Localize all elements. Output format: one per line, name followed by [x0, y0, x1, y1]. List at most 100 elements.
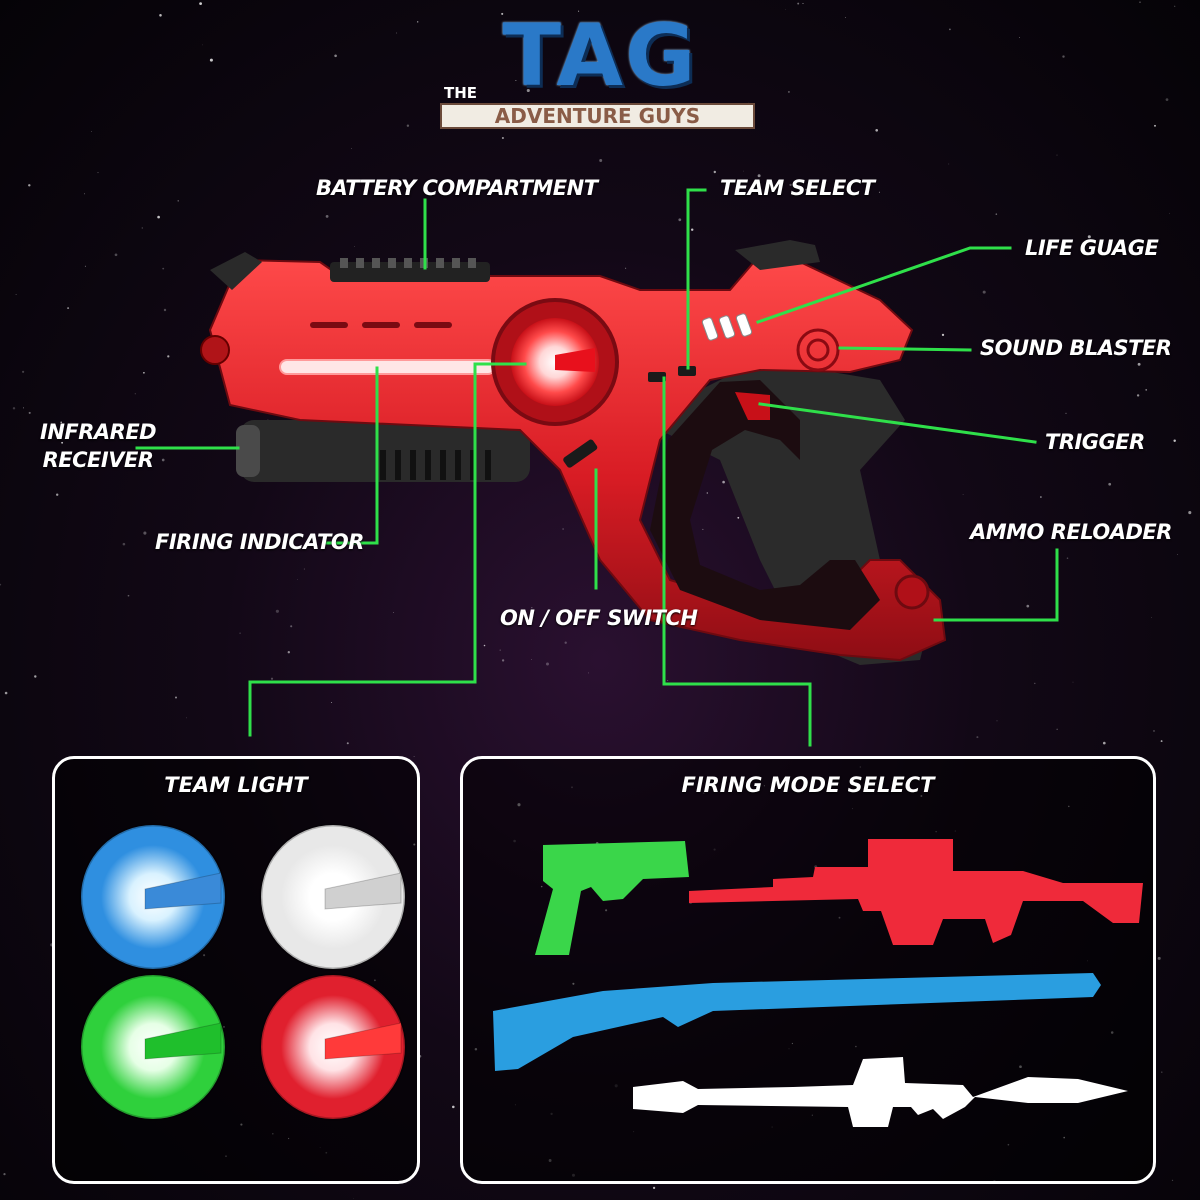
- star: [1136, 394, 1140, 397]
- star: [12, 407, 16, 410]
- star: [396, 32, 398, 34]
- star: [270, 677, 274, 680]
- star: [737, 516, 740, 519]
- star: [802, 2, 804, 5]
- label-on-off-switch: ON / OFF SWITCH: [500, 606, 698, 630]
- team-light-lens: [491, 298, 619, 426]
- star: [122, 542, 126, 546]
- star: [134, 393, 136, 395]
- label-battery-compartment: BATTERY COMPARTMENT: [316, 176, 598, 200]
- side-vents: [310, 322, 452, 328]
- star: [743, 170, 744, 172]
- star: [97, 172, 99, 174]
- star: [1171, 1179, 1174, 1182]
- star: [275, 609, 279, 613]
- star: [1026, 604, 1030, 608]
- star: [334, 54, 337, 58]
- team-light-disc: [79, 823, 227, 971]
- star: [1145, 389, 1148, 391]
- star: [1161, 1071, 1163, 1073]
- star: [290, 625, 293, 628]
- star: [114, 253, 118, 257]
- star: [163, 308, 167, 312]
- star: [1056, 728, 1058, 730]
- star: [199, 2, 202, 5]
- star: [1174, 5, 1176, 7]
- star: [23, 407, 24, 409]
- star: [652, 1186, 656, 1190]
- label-infrared-line1: INFRARED: [40, 420, 157, 444]
- star: [1151, 616, 1152, 618]
- star: [287, 651, 290, 654]
- star: [564, 641, 567, 644]
- star: [757, 174, 761, 178]
- star: [501, 136, 504, 140]
- team-light-disc: [259, 823, 407, 971]
- star: [554, 186, 557, 189]
- star: [531, 659, 533, 660]
- star: [1188, 511, 1192, 515]
- star: [159, 14, 162, 17]
- star: [331, 702, 333, 703]
- team-lights: [79, 823, 407, 1121]
- star: [562, 528, 564, 530]
- star: [351, 147, 353, 149]
- star: [297, 579, 298, 580]
- star: [1176, 554, 1178, 555]
- team-light-title: TEAM LIGHT: [164, 773, 308, 797]
- label-ammo-reloader: AMMO RELOADER: [970, 520, 1172, 544]
- star: [157, 215, 160, 219]
- star: [483, 644, 486, 647]
- trigger-guard: [650, 380, 880, 630]
- star: [1108, 482, 1112, 486]
- star: [303, 568, 305, 570]
- ammo-reloader-button: [894, 574, 930, 610]
- star: [789, 183, 792, 187]
- star: [844, 17, 846, 18]
- star: [239, 632, 241, 634]
- pistol-icon: [535, 841, 689, 955]
- star: [1157, 956, 1161, 960]
- star: [702, 528, 704, 530]
- label-trigger: TRIGGER: [1045, 430, 1145, 454]
- star: [1137, 362, 1141, 366]
- star: [60, 421, 62, 423]
- star: [84, 265, 86, 267]
- firing-mode-select-title: FIRING MODE SELECT: [681, 773, 935, 797]
- star: [941, 333, 945, 337]
- shotgun-icon: [493, 973, 1101, 1071]
- star: [406, 124, 410, 127]
- star: [141, 227, 144, 229]
- star: [186, 717, 187, 719]
- star: [787, 90, 790, 93]
- star: [805, 188, 808, 191]
- star: [56, 493, 59, 496]
- star: [34, 675, 37, 678]
- front-block: [210, 252, 262, 290]
- rocket-launcher-icon: [633, 1057, 1128, 1127]
- label-firing-indicator: FIRING INDICATOR: [155, 530, 364, 554]
- star: [1087, 235, 1091, 239]
- star: [690, 228, 694, 231]
- star: [526, 88, 530, 93]
- star: [948, 163, 950, 165]
- star: [0, 583, 2, 586]
- team-light-panel: TEAM LIGHT: [52, 756, 420, 1184]
- star: [1062, 55, 1065, 58]
- star: [67, 307, 70, 310]
- star: [1065, 412, 1067, 415]
- star: [599, 159, 603, 162]
- star: [948, 28, 951, 31]
- star: [1139, 1, 1141, 3]
- star: [722, 480, 725, 484]
- star: [1040, 496, 1042, 498]
- star: [515, 80, 517, 82]
- star: [22, 370, 25, 373]
- logo-the-text: THE: [444, 84, 478, 102]
- star: [531, 607, 533, 609]
- firing-indicator-strip: [279, 359, 496, 375]
- star: [1056, 154, 1058, 156]
- sound-blaster-speaker: [796, 328, 840, 372]
- star: [143, 531, 147, 535]
